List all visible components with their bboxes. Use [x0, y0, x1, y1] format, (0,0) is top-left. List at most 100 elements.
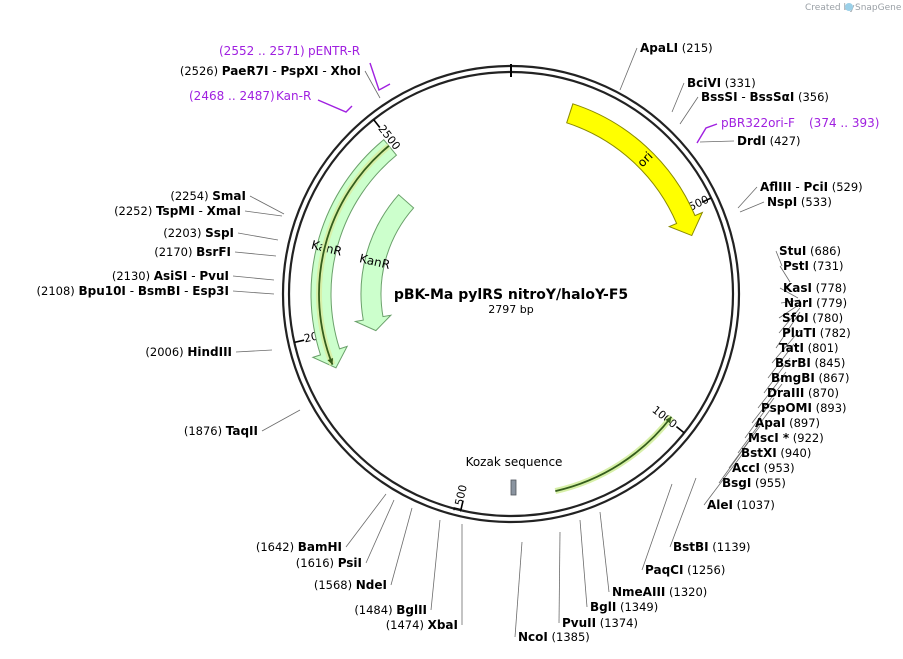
- site-label: AccI (953): [732, 461, 795, 475]
- site-text: NspI: [767, 195, 797, 209]
- restriction-site[interactable]: StuI (686): [779, 244, 841, 258]
- site-leader: [619, 47, 638, 91]
- orf-arrowhead: [665, 416, 672, 424]
- site-text: (1320): [665, 585, 707, 599]
- restriction-site[interactable]: (1484) BglII: [354, 603, 427, 617]
- restriction-site[interactable]: ApaI (897): [755, 416, 820, 430]
- restriction-site[interactable]: (2006) HindIII: [145, 345, 232, 359]
- restriction-site[interactable]: (1568) NdeI: [314, 578, 387, 592]
- site-label: PluTI (782): [782, 326, 851, 340]
- restriction-site[interactable]: BglI (1349): [590, 600, 658, 614]
- site-label: MscI * (922): [748, 431, 824, 445]
- primer-name: pBR322ori-F: [721, 116, 795, 130]
- restriction-site[interactable]: BciVI (331): [687, 76, 756, 90]
- restriction-site[interactable]: AccI (953): [732, 461, 795, 475]
- site-text: (893): [812, 401, 847, 415]
- site-text: HindIII: [187, 345, 232, 359]
- leader-lines: [232, 47, 801, 638]
- restriction-site[interactable]: (2130) AsiSI - PvuI: [112, 269, 229, 283]
- restriction-site[interactable]: (2108) Bpu10I - BsmBI - Esp3I: [37, 284, 229, 298]
- site-leader: [669, 477, 697, 548]
- site-text: (780): [809, 311, 844, 325]
- site-label: (2254) SmaI: [170, 189, 246, 203]
- restriction-site[interactable]: AflIII - PciI (529): [760, 180, 863, 194]
- site-label: (1474) XbaI: [386, 618, 458, 632]
- site-leader: [579, 519, 588, 608]
- site-text: (215): [678, 41, 713, 55]
- restriction-site[interactable]: (1616) PsiI: [296, 556, 362, 570]
- restriction-site[interactable]: BstXI (940): [741, 446, 811, 460]
- restriction-site[interactable]: BmgBI (867): [771, 371, 849, 385]
- site-text: BstXI: [741, 446, 777, 460]
- site-label: (1616) PsiI: [296, 556, 362, 570]
- primer-range: (2552 .. 2571): [219, 44, 305, 58]
- site-text: (1385): [548, 630, 590, 644]
- primer-kan-r: (2468 .. 2487) Kan-R: [189, 89, 353, 113]
- tick-mark: [701, 197, 712, 203]
- restriction-site[interactable]: NspI (533): [767, 195, 832, 209]
- site-leader: [737, 409, 771, 454]
- site-leader: [779, 287, 799, 299]
- restriction-site[interactable]: AleI (1037): [707, 498, 775, 512]
- plasmid-length: 2797 bp: [488, 303, 533, 316]
- site-separator: -: [187, 269, 199, 283]
- site-text: (1616): [296, 556, 338, 570]
- site-text: MscI *: [748, 431, 790, 445]
- restriction-site[interactable]: BssSI - BssSαI (356): [701, 90, 829, 104]
- restriction-site[interactable]: BsrBI (845): [775, 356, 845, 370]
- restriction-site[interactable]: (2526) PaeR7I - PspXI - XhoI: [180, 64, 361, 78]
- site-leader: [763, 357, 791, 394]
- restriction-site[interactable]: PaqCI (1256): [645, 563, 725, 577]
- restriction-site[interactable]: NmeAIII (1320): [612, 585, 707, 599]
- restriction-site[interactable]: DrdI (427): [737, 134, 801, 148]
- restriction-site[interactable]: MscI * (922): [748, 431, 824, 445]
- site-leader: [780, 299, 801, 304]
- site-label: BstXI (940): [741, 446, 811, 460]
- restriction-site[interactable]: (1876) TaqII: [184, 424, 258, 438]
- restriction-site[interactable]: (2203) SspI: [163, 226, 234, 240]
- site-leader: [249, 195, 285, 215]
- restriction-site[interactable]: (2170) BsrFI: [154, 245, 231, 259]
- restriction-site[interactable]: BsgI (955): [722, 476, 786, 490]
- primer-name: Kan-R: [276, 89, 311, 103]
- restriction-site[interactable]: DraIII (870): [767, 386, 839, 400]
- restriction-site[interactable]: TatI (801): [779, 341, 839, 355]
- restriction-site[interactable]: NarI (779): [784, 296, 847, 310]
- site-text: (897): [785, 416, 820, 430]
- restriction-site[interactable]: NcoI (1385): [518, 630, 590, 644]
- site-leader: [235, 349, 273, 353]
- restriction-site[interactable]: (1642) BamHI: [256, 540, 342, 554]
- snapgene-credit: Created by SnapGene: [805, 3, 902, 13]
- restriction-site[interactable]: PstI (731): [783, 259, 844, 273]
- site-text: AccI: [732, 461, 760, 475]
- restriction-site[interactable]: ApaLI (215): [640, 41, 713, 55]
- kozak-marker: [510, 479, 517, 496]
- site-text: (331): [721, 76, 756, 90]
- restriction-site[interactable]: (1474) XbaI: [386, 618, 458, 632]
- site-label: PspOMI (893): [761, 401, 847, 415]
- restriction-site[interactable]: KasI (778): [783, 281, 847, 295]
- restriction-site[interactable]: (2254) SmaI: [170, 189, 246, 203]
- site-text: (778): [812, 281, 847, 295]
- restriction-site[interactable]: SfoI (780): [782, 311, 843, 325]
- primer-marker: [696, 123, 718, 144]
- restriction-site[interactable]: PspOMI (893): [761, 401, 847, 415]
- restriction-sites: ApaLI (215) BciVI (331)BssSI - BssSαI (35…: [37, 41, 863, 644]
- site-text: BglII: [396, 603, 427, 617]
- site-label: StuI (686): [779, 244, 841, 258]
- site-label: AflIII - PciI (529): [760, 180, 863, 194]
- site-text: (356): [794, 90, 829, 104]
- restriction-site[interactable]: PluTI (782): [782, 326, 851, 340]
- restriction-site[interactable]: PvuII (1374): [562, 616, 638, 630]
- site-text: (922): [789, 431, 824, 445]
- site-leader: [718, 439, 751, 484]
- restriction-site[interactable]: (2252) TspMI - XmaI: [114, 204, 241, 218]
- site-text: (1256): [683, 563, 725, 577]
- site-text: (1642): [256, 540, 298, 554]
- site-text: (870): [804, 386, 839, 400]
- site-leader: [671, 82, 685, 113]
- restriction-site[interactable]: BstBI (1139): [673, 540, 751, 554]
- site-text: BsmBI: [138, 284, 180, 298]
- orf-arc: [318, 145, 390, 365]
